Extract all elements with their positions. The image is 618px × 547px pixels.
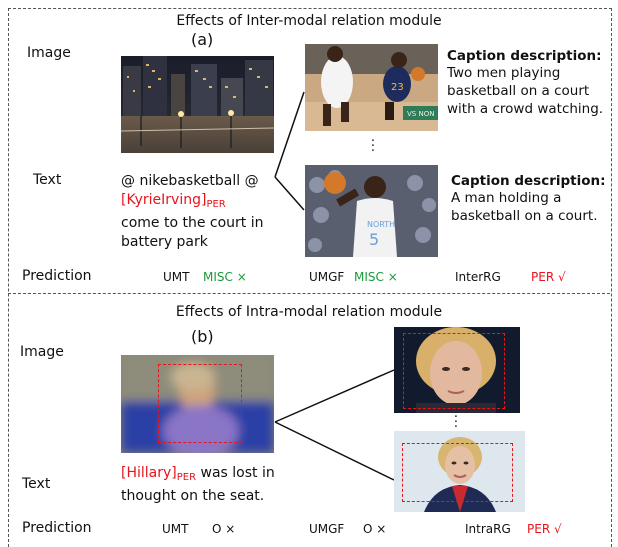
face-image-1 bbox=[394, 327, 520, 413]
panel-separator bbox=[8, 293, 610, 294]
figure-frame bbox=[8, 8, 612, 547]
panel-a-image-label: Image bbox=[27, 45, 71, 61]
attention-box bbox=[158, 364, 242, 443]
text-line: thought on the seat. bbox=[121, 488, 265, 504]
text-line-entity: [Hillary]PER was lost in bbox=[121, 464, 301, 487]
svg-text:5: 5 bbox=[369, 230, 379, 249]
text-line-entity: [KyrieIrving]PER bbox=[121, 191, 281, 214]
panel-a-prediction-label: Prediction bbox=[22, 268, 92, 284]
prediction-model: UMT bbox=[163, 270, 190, 284]
basketball-image-2: NORTH 5 bbox=[305, 165, 438, 257]
caption-line: A man holding a bbox=[451, 190, 562, 206]
entity-tag: PER bbox=[176, 472, 197, 483]
prediction-model: IntraRG bbox=[465, 522, 511, 536]
panel-a-title: Effects of Inter-modal relation module bbox=[176, 13, 442, 29]
panel-b-text-label: Text bbox=[22, 476, 51, 492]
face-image-2 bbox=[394, 431, 525, 512]
attention-box bbox=[403, 333, 505, 409]
prediction-result: O × bbox=[212, 522, 236, 536]
prediction-result: MISC × bbox=[203, 270, 247, 284]
svg-text:NORTH: NORTH bbox=[367, 220, 395, 229]
blurred-person-image bbox=[121, 355, 274, 453]
svg-text:VS NON: VS NON bbox=[407, 110, 434, 118]
caption-block-1: Caption description: Two men playing bas… bbox=[447, 48, 603, 118]
prediction-model: UMGF bbox=[309, 522, 345, 536]
text-line: come to the court in bbox=[121, 215, 264, 231]
panel-a-text-sample: @ nikebasketball @ [KyrieIrving]PER come… bbox=[121, 172, 281, 252]
prediction-result: PER √ bbox=[527, 522, 562, 536]
caption-heading-2: Caption description: bbox=[451, 173, 606, 189]
entity-tag: PER bbox=[206, 199, 226, 210]
panel-b-label: (b) bbox=[191, 327, 214, 346]
caption-line: Two men playing bbox=[447, 65, 561, 81]
panel-b-prediction-label: Prediction bbox=[22, 520, 92, 536]
panel-b-text-sample: [Hillary]PER was lost in thought on the … bbox=[121, 464, 301, 506]
text-fragment: was lost in bbox=[196, 465, 275, 481]
panel-a-text-label: Text bbox=[33, 172, 62, 188]
text-line: @ nikebasketball @ bbox=[121, 173, 259, 189]
panel-a-label: (a) bbox=[191, 30, 214, 49]
prediction-result: O × bbox=[363, 522, 387, 536]
ellipsis-dots-icon: ··· bbox=[370, 134, 376, 159]
entity-mention: [Hillary] bbox=[121, 465, 177, 481]
caption-line: basketball on a court bbox=[447, 83, 590, 99]
prediction-model: InterRG bbox=[455, 270, 501, 284]
prediction-model: UMGF bbox=[309, 270, 345, 284]
prediction-result: MISC × bbox=[354, 270, 398, 284]
caption-line: with a crowd watching. bbox=[447, 101, 604, 117]
prediction-result: PER √ bbox=[531, 270, 566, 284]
caption-heading-1: Caption description: bbox=[447, 48, 602, 64]
svg-text:23: 23 bbox=[391, 82, 404, 93]
panel-b-title: Effects of Intra-modal relation module bbox=[175, 304, 443, 320]
caption-line: basketball on a court. bbox=[451, 208, 598, 224]
prediction-model: UMT bbox=[162, 522, 189, 536]
entity-mention: [KyrieIrving] bbox=[121, 192, 207, 208]
basketball-image-1: VS NON 23 bbox=[305, 44, 438, 131]
city-night-image bbox=[121, 56, 274, 153]
attention-box bbox=[402, 443, 513, 502]
caption-block-2: Caption description: A man holding a bas… bbox=[451, 173, 606, 225]
text-line: battery park bbox=[121, 234, 208, 250]
ellipsis-dots-icon: ··· bbox=[453, 410, 459, 435]
panel-b-image-label: Image bbox=[20, 344, 64, 360]
